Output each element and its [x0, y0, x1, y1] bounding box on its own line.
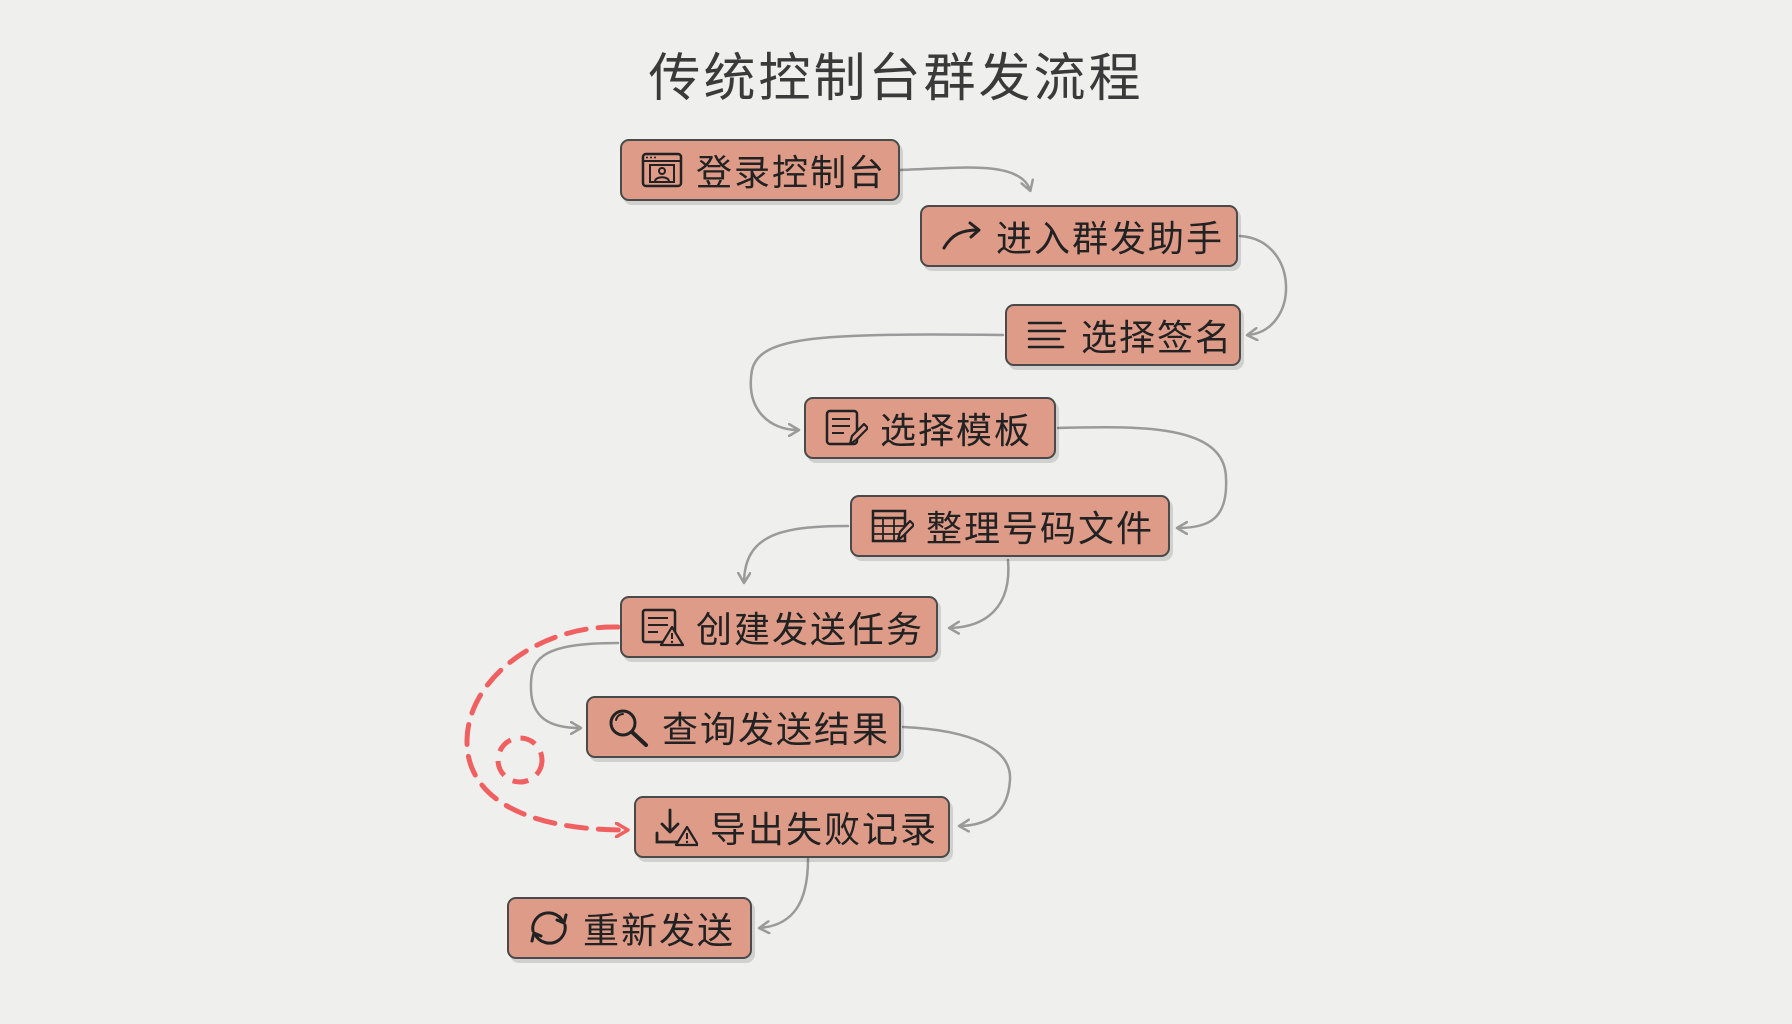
step-label: 进入群发助手: [996, 219, 1225, 260]
step-create-send-task: 创建发送任务: [620, 596, 938, 658]
step-label: 登录控制台: [696, 153, 887, 194]
connector-query-export: [901, 725, 1012, 826]
step-label: 整理号码文件: [926, 509, 1155, 550]
step-select-signature: 选择签名: [1005, 304, 1241, 366]
spreadsheet-edit-icon: [871, 509, 914, 543]
diagram-title: 传统控制台群发流程: [648, 49, 1144, 109]
connector-export-resend: [760, 857, 810, 928]
connector-template-numbers: [1056, 425, 1228, 528]
magnifier-icon: [609, 709, 648, 747]
connector-numbers-create: [744, 524, 850, 582]
step-label: 导出失败记录: [710, 810, 939, 851]
step-label: 选择模板: [880, 411, 1033, 452]
step-login-console: 登录控制台: [620, 139, 900, 201]
retry-loop-marker: [495, 735, 545, 785]
step-enter-assistant: 进入群发助手: [920, 205, 1238, 267]
step-resend: 重新发送: [507, 897, 752, 959]
document-edit-icon: [825, 409, 868, 446]
download-warning-icon: [655, 808, 698, 847]
step-label: 重新发送: [583, 911, 736, 952]
connector-enter-signature: [1238, 234, 1288, 335]
step-label: 创建发送任务: [696, 610, 925, 651]
connector-create-query: [529, 641, 620, 728]
refresh-icon: [530, 911, 568, 945]
document-warning-icon: [641, 608, 684, 647]
list-lines-icon: [1027, 321, 1067, 349]
step-select-template: 选择模板: [804, 397, 1056, 459]
step-prepare-number-file: 整理号码文件: [850, 495, 1170, 557]
step-label: 查询发送结果: [662, 710, 891, 751]
browser-user-icon: [641, 152, 683, 188]
step-query-send-result: 查询发送结果: [586, 696, 901, 758]
connector-signature-template: [749, 333, 1005, 430]
step-export-failed-records: 导出失败记录: [634, 796, 950, 858]
connector-login-enter: [898, 166, 1030, 190]
arrow-right-icon: [942, 221, 981, 250]
step-label: 选择签名: [1081, 318, 1234, 359]
connector-numbers-create-down: [950, 558, 1010, 628]
retry-loop-arrow: [464, 624, 626, 830]
